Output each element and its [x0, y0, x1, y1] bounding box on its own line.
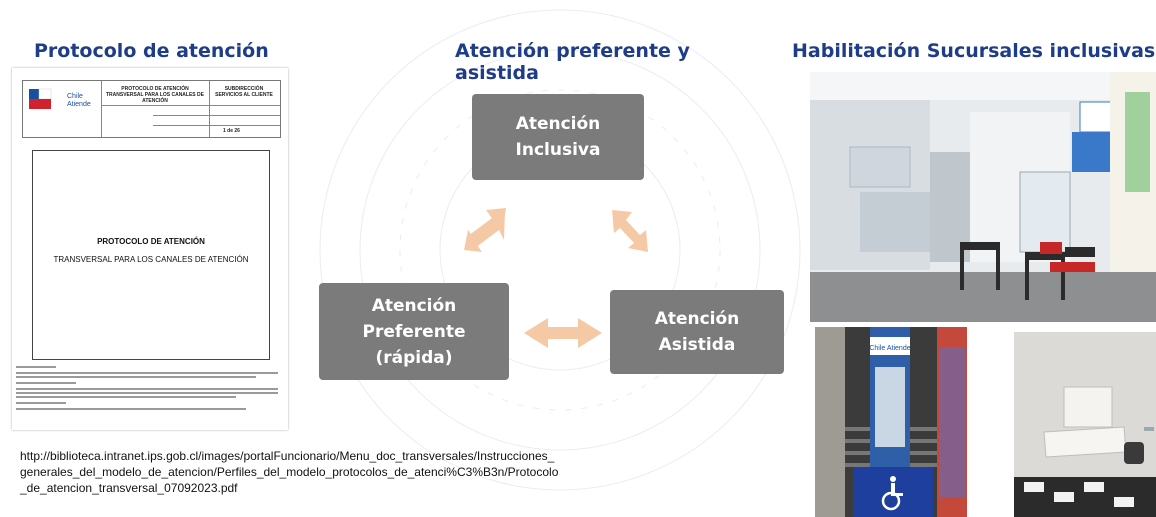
branch-entrance-photo: Chile Atiende [815, 327, 967, 517]
changing-table-photo [1014, 332, 1156, 517]
box-atencion-asistida: Atención Asistida [610, 290, 784, 374]
preferente-heading: Atención preferente y asistida [455, 40, 690, 84]
document-page-number: 1 de 26 [223, 128, 240, 134]
protocol-document [12, 68, 288, 430]
document-link[interactable]: http://biblioteca.intranet.ips.gob.cl/im… [20, 449, 559, 495]
document-subtitle: TRANSVERSAL PARA LOS CANALES DE ATENCIÓN [53, 255, 249, 264]
document-fine-print [16, 366, 278, 410]
arrow-diag-left [468, 208, 506, 244]
document-main-title: PROTOCOLO DE ATENCIÓN [97, 237, 205, 246]
chileatiende-logo: Chile Atiende [27, 87, 97, 119]
sucursales-heading: Habilitación Sucursales inclusivas [792, 40, 1156, 62]
document-cover: PROTOCOLO DE ATENCIÓN TRANSVERSAL PARA L… [32, 150, 270, 360]
arrow-horizontal [524, 318, 602, 348]
box-atencion-preferente: Atención Preferente (rápida) [319, 283, 509, 380]
protocolo-heading: Protocolo de atención [34, 40, 269, 62]
document-header-title: PROTOCOLO DE ATENCIÓN TRANSVERSAL PARA L… [106, 86, 204, 104]
arrow-diag-left-tip [464, 230, 482, 252]
branch-interior-photo [810, 72, 1156, 322]
arrow-diag-right [612, 210, 648, 252]
wheelchair-icon [881, 476, 903, 511]
box-atencion-inclusiva: Atención Inclusiva [472, 94, 644, 180]
logo-text: Chile Atiende [67, 93, 91, 108]
document-header-unit: SUBDIRECCIÓN SERVICIOS AL CLIENTE [215, 86, 273, 98]
entrance-sign-text: Chile Atiende [869, 345, 910, 352]
document-header-table: Chile Atiende PROTOCOLO DE ATENCIÓN TRAN… [22, 80, 281, 138]
